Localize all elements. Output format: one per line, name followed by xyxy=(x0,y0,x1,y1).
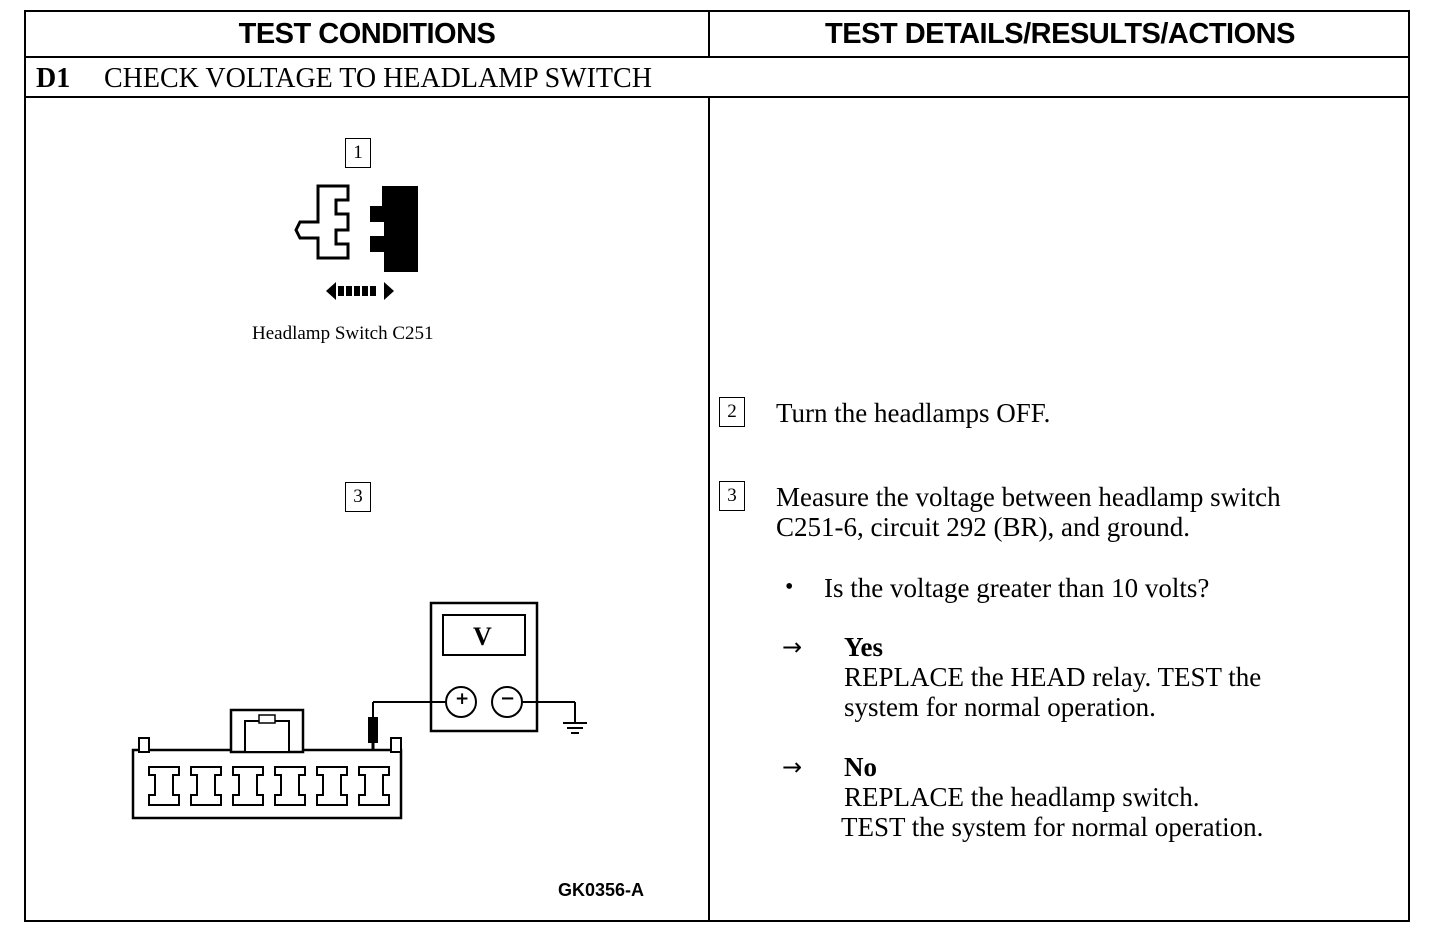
step-3-question: Is the voltage greater than 10 volts? xyxy=(824,573,1210,603)
callout-3-box: 3 xyxy=(345,482,371,512)
yes-action-line-2: system for normal operation. xyxy=(844,692,1156,722)
step-title-rule xyxy=(26,96,1408,98)
header-test-details: TEST DETAILS/RESULTS/ACTIONS xyxy=(825,18,1295,50)
step-id: D1 xyxy=(36,63,71,94)
callout-1-box: 1 xyxy=(345,138,371,168)
no-label: No xyxy=(844,752,877,782)
no-arrow-icon: → xyxy=(782,753,803,781)
connector-diagram-icon xyxy=(294,184,418,300)
figure-id: GK0356-A xyxy=(558,880,645,900)
step-2-box: 2 xyxy=(719,397,745,427)
yes-label: Yes xyxy=(844,632,883,662)
connector-caption: Headlamp Switch C251 xyxy=(252,323,434,344)
step-title-row: D1 CHECK VOLTAGE TO HEADLAMP SWITCH xyxy=(36,61,652,97)
no-action-line-1: REPLACE the headlamp switch. xyxy=(844,782,1200,812)
step-title: CHECK VOLTAGE TO HEADLAMP SWITCH xyxy=(104,63,652,94)
test-table: TEST CONDITIONS TEST DETAILS/RESULTS/ACT… xyxy=(24,10,1410,922)
header-bottom-rule xyxy=(26,56,1408,58)
meter-display-label: V xyxy=(473,622,492,651)
header-divider xyxy=(708,12,710,57)
step-3-line-2: C251-6, circuit 292 (BR), and ground. xyxy=(776,512,1190,542)
plus-terminal-label: + xyxy=(455,689,470,709)
step-3-box: 3 xyxy=(719,481,745,511)
voltmeter-diagram xyxy=(131,601,587,820)
step-2-text: Turn the headlamps OFF. xyxy=(776,398,1051,428)
yes-arrow-icon: → xyxy=(782,633,803,661)
minus-terminal-label: − xyxy=(500,688,516,709)
bullet-icon: • xyxy=(785,574,794,600)
no-action-line-2: TEST the system for normal operation. xyxy=(841,812,1264,842)
column-divider xyxy=(708,98,710,920)
yes-action-line-1: REPLACE the HEAD relay. TEST the xyxy=(844,662,1262,692)
step-3-line-1: Measure the voltage between headlamp swi… xyxy=(776,482,1281,512)
header-test-conditions: TEST CONDITIONS xyxy=(238,18,496,50)
